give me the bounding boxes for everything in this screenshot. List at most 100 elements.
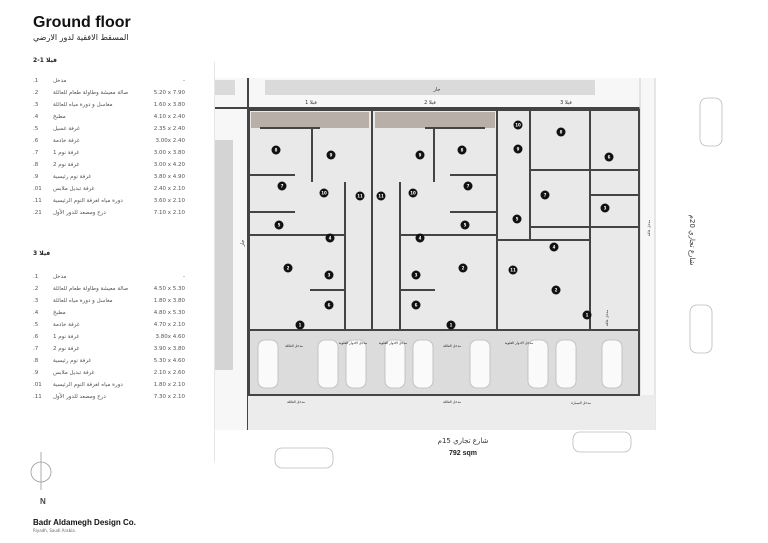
room-name: غرفة غسيل	[53, 126, 80, 132]
room-name: دورة مياه لغرفة النوم الرئيسية	[53, 382, 123, 388]
entrance-label-family: مدخل العائلة	[443, 344, 461, 348]
room-marker: 8	[271, 145, 281, 155]
room-marker: 6	[411, 300, 421, 310]
room-marker: 8	[556, 127, 566, 137]
room-marker: 10	[513, 120, 523, 130]
room-marker-number: 4	[329, 236, 332, 241]
schedule-heading-villa-1-2: فيلا 1-2	[33, 57, 57, 64]
room-dimensions: 7.10 x 2.10	[153, 210, 185, 216]
room-marker: 11	[376, 191, 386, 201]
room-marker: 7	[540, 190, 550, 200]
room-dimensions: 3.80x 4.60	[155, 334, 186, 340]
room-number: .5	[33, 322, 39, 328]
room-number: .6	[33, 138, 39, 144]
room-marker: 5	[512, 214, 522, 224]
room-marker: 1	[446, 320, 456, 330]
room-marker: 9	[513, 144, 523, 154]
room-marker: 7	[277, 181, 287, 191]
car-icon	[555, 339, 577, 389]
drawing-title: Ground floor	[33, 14, 131, 31]
room-number: .7	[33, 150, 39, 156]
car-icon	[345, 339, 367, 389]
room-name: غرفة نوم 1	[53, 150, 80, 156]
room-marker: 8	[457, 145, 467, 155]
room-number: .2	[33, 90, 39, 96]
room-name: مغاسل و دورة مياه للعائلة	[53, 298, 113, 304]
room-number: .4	[33, 114, 39, 120]
schedule-row: .6 غرفة خادمة 3.00x 2.40	[33, 135, 213, 147]
car-icon	[274, 447, 334, 469]
room-marker: 4	[549, 242, 559, 252]
room-number: .8	[33, 162, 39, 168]
room-marker-number: 5	[464, 223, 467, 228]
room-marker-number: 11	[378, 194, 384, 199]
villa-2-label: فيلا 2	[424, 100, 436, 106]
room-dimensions: 4.70 x 2.10	[153, 322, 185, 328]
street-cars	[274, 97, 723, 469]
room-marker: 1	[295, 320, 305, 330]
company-location: Riyadh, Saudi Arabia.	[33, 528, 76, 533]
car-icon	[412, 339, 434, 389]
room-dimensions: 3.00 x 3.80	[153, 150, 185, 156]
company-name: Badr Aldamegh Design Co.	[33, 518, 136, 527]
schedule-row: .5 غرفة خادمة 4.70 x 2.10	[33, 319, 213, 331]
neighbor-left-area	[215, 140, 233, 370]
car-icon	[469, 339, 491, 389]
room-dimensions: 3.00x 2.40	[155, 138, 186, 144]
entrance-label-family: مدخل العائلة	[287, 400, 305, 404]
room-dimensions: 3.60 x 2.10	[153, 198, 185, 204]
entrance-label-upper: مدخل الادوار العلوية	[379, 341, 407, 345]
street-bottom-label: شارع تجاري 15م	[438, 437, 489, 445]
walls	[250, 110, 640, 395]
room-dimensions: 2.40 x 2.10	[153, 186, 185, 192]
room-number: .11	[33, 394, 42, 400]
room-name: غرفة خادمة	[53, 138, 80, 144]
room-dimensions: 4.10 x 2.40	[153, 114, 185, 120]
car-icon	[257, 339, 279, 389]
room-name: غرفة نوم 1	[53, 334, 80, 340]
room-marker: 9	[415, 150, 425, 160]
car-icon	[527, 339, 549, 389]
room-name: غرفة نوم 2	[53, 162, 80, 168]
room-dimensions: 2.10 x 2.60	[153, 370, 185, 376]
room-number: .01	[33, 382, 42, 388]
villa-3-label: فيلا 3	[560, 100, 572, 106]
car-icon	[699, 97, 723, 147]
room-marker: 2	[283, 263, 293, 273]
room-dimensions: 1.80 x 3.80	[153, 298, 185, 304]
entrance-label-car: مدخل السيارة	[571, 401, 591, 405]
room-marker: 5	[274, 220, 284, 230]
room-dimensions: 2.35 x 2.40	[153, 126, 185, 132]
room-dimensions: 5.30 x 4.60	[153, 358, 185, 364]
room-marker-number: 10	[515, 123, 521, 128]
entrance-label-upper: مدخل الادوار العلوية	[505, 341, 533, 345]
room-marker-number: 6	[608, 155, 611, 160]
room-marker-number: 11	[510, 268, 516, 273]
room-marker: 10	[408, 188, 418, 198]
room-dimensions: 3.80 x 4.90	[153, 174, 185, 180]
room-number: .1	[33, 78, 39, 84]
room-marker-number: 4	[419, 236, 422, 241]
room-name: غرفة خادمة	[53, 322, 80, 328]
room-marker: 9	[326, 150, 336, 160]
room-number: .01	[33, 186, 42, 192]
room-name: دورة مياه لغرفة النوم الرئيسية	[53, 198, 123, 204]
room-dimensions: -	[183, 78, 185, 84]
room-dimensions: -	[183, 274, 185, 280]
entrance-label-family: مدخل العائلة	[285, 344, 303, 348]
villas-outline	[248, 109, 640, 331]
room-marker: 5	[460, 220, 470, 230]
north-arrow-icon	[30, 452, 52, 490]
room-marker-number: 10	[321, 191, 327, 196]
room-marker: 11	[355, 191, 365, 201]
entrance-label-family-side: مدخل عائلة	[605, 310, 609, 326]
